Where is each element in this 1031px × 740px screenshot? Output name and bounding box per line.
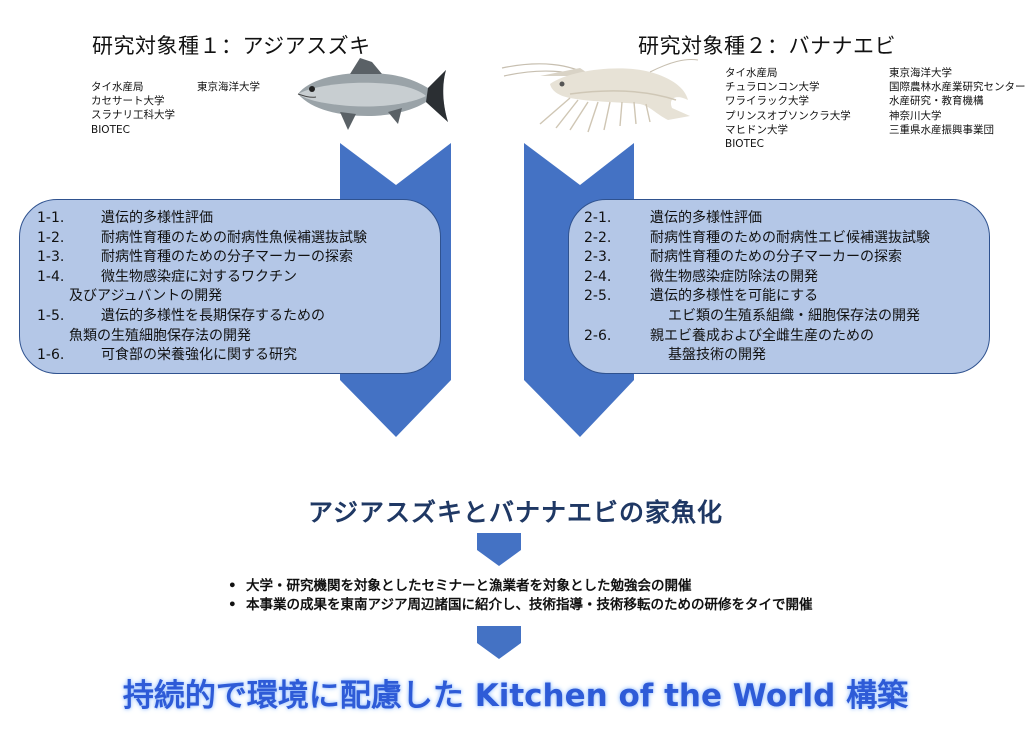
item-number: 1-6.: [37, 346, 64, 366]
institution-name: 三重県水産振興事業団: [889, 123, 1026, 137]
bullet-text: 本事業の成果を東南アジア周辺諸国に紹介し、技術指導・技術移転のための研修をタイで…: [246, 597, 812, 613]
institution-name: 東京海洋大学: [889, 66, 1026, 80]
item-number: 1-3.: [37, 248, 64, 268]
species2-institutions-left: タイ水産局 チュラロンコン大学 ワライラック大学 プリンスオブソンクラ大学 マヒ…: [725, 66, 851, 151]
item-text: 微生物感染症防除法の開発: [650, 268, 818, 288]
institution-name: 東京海洋大学: [197, 80, 260, 94]
item-number: 2-2.: [584, 229, 611, 249]
outreach-bullet-list: • 大学・研究機関を対象としたセミナーと漁業者を対象とした勉強会の開催 • 本事業の…: [228, 577, 812, 615]
species1-institutions-right: 東京海洋大学: [197, 80, 260, 94]
institution-name: タイ水産局: [91, 80, 175, 94]
bullet-icon: •: [228, 596, 237, 615]
institution-name: カセサート大学: [91, 94, 175, 108]
item-number: 2-1.: [584, 209, 611, 229]
item-number: 1-4.: [37, 268, 64, 288]
item-text: 遺伝的多様性を長期保存するための: [101, 307, 325, 327]
institution-name: BIOTEC: [725, 137, 851, 151]
item-number: 2-5.: [584, 287, 611, 307]
item-text: 耐病性育種のための耐病性魚候補選抜試験: [101, 229, 367, 249]
item-text: 遺伝的多様性評価: [101, 209, 213, 229]
item-number: 1-5.: [37, 307, 64, 327]
species1-institutions-left: タイ水産局 カセサート大学 スラナリ工科大学 BIOTEC: [91, 80, 175, 137]
item-text: 耐病性育種のための分子マーカーの探索: [650, 248, 902, 268]
institution-name: 水産研究・教育機構: [889, 94, 1026, 108]
item-text: 可食部の栄養強化に関する研究: [101, 346, 297, 366]
item-text: 及びアジュバントの開発: [69, 287, 222, 307]
institution-name: マヒドン大学: [725, 123, 851, 137]
domestication-title: アジアスズキとバナナエビの家魚化: [0, 493, 1031, 529]
institution-name: タイ水産局: [725, 66, 851, 80]
item-text: 遺伝的多様性を可能にする: [650, 287, 818, 307]
item-text: 遺伝的多様性評価: [650, 209, 762, 229]
item-text: エビ類の生殖系組織・細胞保存法の開発: [668, 307, 920, 327]
item-number: 2-6.: [584, 327, 611, 347]
barramundi-fish-icon: [290, 56, 450, 131]
item-text: 基盤技術の開発: [668, 346, 766, 366]
institution-name: スラナリ工科大学: [91, 108, 175, 122]
item-number: 2-3.: [584, 248, 611, 268]
bullet-text: 大学・研究機関を対象としたセミナーと漁業者を対象とした勉強会の開催: [246, 578, 692, 594]
item-number: 2-4.: [584, 268, 611, 288]
goal-statement: 持続的で環境に配慮した Kitchen of the World 構築: [0, 670, 1031, 715]
institution-name: 国際農林水産業研究センター: [889, 80, 1026, 94]
item-text: 親エビ養成および全雌生産のための: [650, 327, 874, 347]
species2-institutions-right: 東京海洋大学 国際農林水産業研究センター 水産研究・教育機構 神奈川大学 三重県…: [889, 66, 1026, 137]
institution-name: 神奈川大学: [889, 109, 1026, 123]
list-item: • 本事業の成果を東南アジア周辺諸国に紹介し、技術指導・技術移転のための研修をタイ…: [228, 596, 812, 615]
item-number: 1-2.: [37, 229, 64, 249]
institution-name: チュラロンコン大学: [725, 80, 851, 94]
banana-shrimp-icon: [500, 54, 700, 134]
item-text: 耐病性育種のための耐病性エビ候補選抜試験: [650, 229, 930, 249]
down-arrow-1: [477, 533, 521, 566]
bullet-icon: •: [228, 577, 237, 596]
item-text: 魚類の生殖細胞保存法の開発: [69, 327, 251, 347]
down-arrow-2: [477, 626, 521, 659]
list-item: • 大学・研究機関を対象としたセミナーと漁業者を対象とした勉強会の開催: [228, 577, 812, 596]
institution-name: ワライラック大学: [725, 94, 851, 108]
item-number: 1-1.: [37, 209, 64, 229]
institution-name: BIOTEC: [91, 123, 175, 137]
institution-name: プリンスオブソンクラ大学: [725, 109, 851, 123]
item-text: 微生物感染症に対するワクチン: [101, 268, 297, 288]
item-text: 耐病性育種のための分子マーカーの探索: [101, 248, 353, 268]
